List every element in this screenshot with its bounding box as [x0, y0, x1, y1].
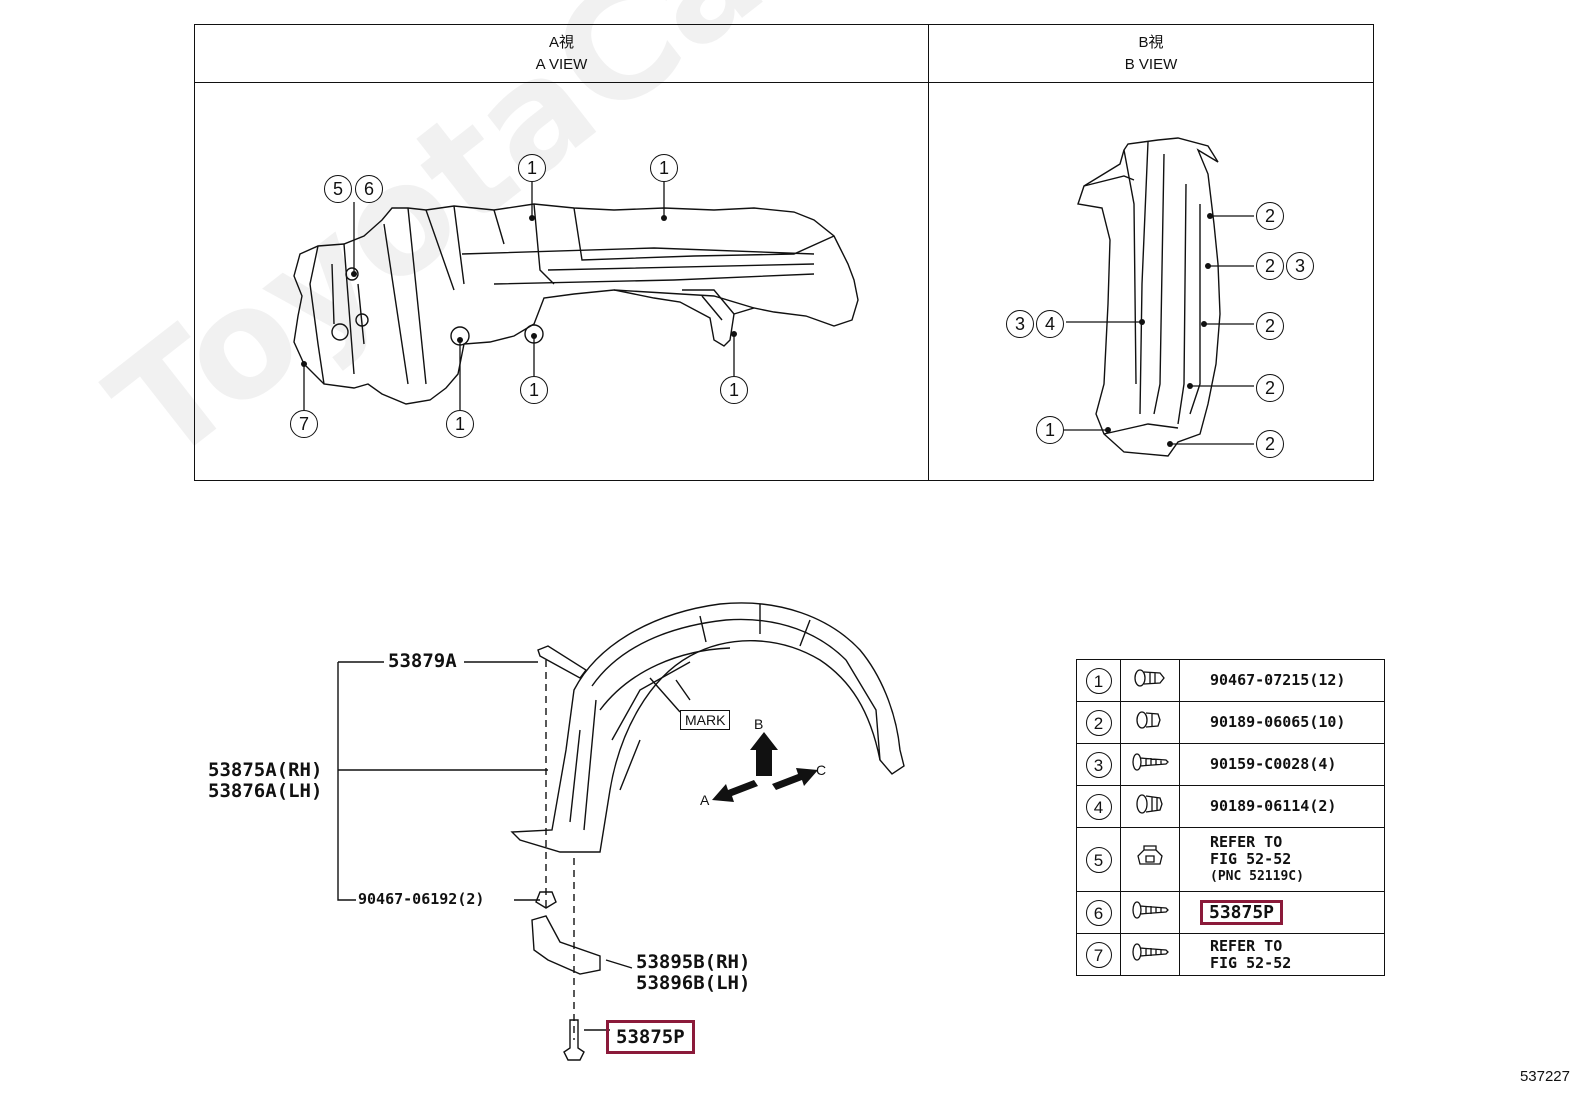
part-90467-06192-label: 90467-06192(2) — [358, 890, 485, 908]
a-view-callout-5: 5 — [324, 175, 352, 203]
b-view-header: B視 B VIEW — [928, 32, 1374, 76]
b-view-callout-1: 1 — [1036, 416, 1064, 444]
legend-row: 2 90189-06065(10) — [1076, 701, 1385, 744]
direction-a-label: A — [700, 792, 710, 808]
b-view-callout-2d: 2 — [1256, 374, 1284, 402]
b-view-callout-2e: 2 — [1256, 430, 1284, 458]
legend-row: 1 90467-07215(12) — [1076, 659, 1385, 702]
a-view-callout-1a: 1 — [518, 154, 546, 182]
legend-pn: 90467-07215(12) — [1179, 659, 1385, 702]
screw-shape — [563, 1019, 585, 1061]
a-view-callout-1e: 1 — [446, 410, 474, 438]
a-view-callout-7: 7 — [290, 410, 318, 438]
b-view-callout-4: 4 — [1036, 310, 1064, 338]
legend-pn-line: FIG 52-52 — [1210, 953, 1292, 972]
legend-pn: 90189-06114(2) — [1179, 785, 1385, 828]
arrow-c — [772, 768, 818, 790]
fastener-legend-table: 1 90467-07215(12) 2 90189-06065(10) 3 90… — [1076, 659, 1385, 976]
legend-pn: 90159-C0028(4) — [1179, 743, 1385, 786]
legend-row: 4 90189-06114(2) — [1076, 785, 1385, 828]
b-view-drawing — [1064, 137, 1254, 457]
legend-row: 5 REFER TO FIG 52-52 (PNC 52119C) — [1076, 827, 1385, 892]
splash-guard-shape — [531, 915, 601, 975]
legend-row: 7 REFER TO FIG 52-52 — [1076, 933, 1385, 976]
legend-pn-line: (PNC 52119C) — [1210, 869, 1304, 884]
b-view-callout-3a: 3 — [1286, 252, 1314, 280]
legend-num: 3 — [1085, 751, 1112, 778]
a-view-title-en: A VIEW — [535, 56, 588, 73]
screw-icon — [1128, 901, 1172, 925]
direction-b-label: B — [754, 716, 764, 732]
b-view-callout-2c: 2 — [1256, 312, 1284, 340]
part-53879A-label: 53879A — [388, 650, 457, 672]
part-53875A-label: 53875A(RH) — [208, 759, 323, 781]
push-clip-icon — [1130, 669, 1170, 693]
legend-num: 5 — [1085, 846, 1112, 873]
a-view-callout-1d: 1 — [720, 376, 748, 404]
part-53876A-label: 53876A(LH) — [208, 780, 323, 802]
legend-row: 3 90159-C0028(4) — [1076, 743, 1385, 786]
legend-pn-line: REFER TO — [1210, 833, 1283, 851]
part-53875P-label: 53875P — [616, 1026, 685, 1048]
b-view-callout-2b: 2 — [1256, 252, 1284, 280]
b-view-title-en: B VIEW — [1124, 56, 1178, 73]
screw-icon — [1128, 943, 1172, 967]
legend-pn: 90189-06065(10) — [1179, 701, 1385, 744]
header-divider — [194, 82, 1374, 83]
bracket-53879A-shape — [537, 645, 588, 679]
mark-label: MARK — [680, 710, 731, 730]
b-view-liner-outline — [1077, 137, 1221, 457]
b-view-callout-3b: 3 — [1006, 310, 1034, 338]
legend-num: 1 — [1085, 667, 1112, 694]
b-view-title-jp: B視 — [1138, 34, 1164, 51]
arrow-b — [750, 732, 778, 776]
screw-icon — [1128, 753, 1172, 777]
a-view-callout-1b: 1 — [650, 154, 678, 182]
legend-num: 6 — [1085, 899, 1112, 926]
a-view-drawing — [293, 182, 859, 410]
b-view-callout-2a: 2 — [1256, 202, 1284, 230]
figure-id: 537227 — [1519, 1068, 1570, 1085]
legend-num: 7 — [1085, 941, 1112, 968]
arrow-a — [712, 780, 758, 802]
a-view-callout-6: 6 — [355, 175, 383, 203]
grommet-clip-icon — [1130, 711, 1170, 735]
b-view-panel — [928, 24, 1374, 481]
legend-num: 4 — [1085, 793, 1112, 820]
highlight-53875P-main — [606, 1020, 695, 1054]
a-view-title-jp: A視 — [548, 34, 574, 51]
legend-num: 2 — [1085, 709, 1112, 736]
legend-row: 6 53875P — [1076, 891, 1385, 934]
nut-clip-icon — [1130, 845, 1170, 876]
a-view-liner-outline — [293, 203, 859, 405]
fender-liner-shape — [510, 602, 905, 853]
legend-pn-highlight: 53875P — [1200, 900, 1284, 925]
a-view-header: A視 A VIEW — [194, 32, 929, 76]
main-exploded-drawing — [337, 602, 905, 1061]
part-53895B-label: 53895B(RH) — [636, 951, 751, 973]
legend-pn-line: REFER TO — [1210, 936, 1283, 955]
grommet-clip-icon — [1130, 794, 1170, 819]
part-53896B-label: 53896B(LH) — [636, 972, 751, 994]
legend-pn-line: FIG 52-52 — [1210, 850, 1292, 868]
direction-c-label: C — [816, 762, 827, 778]
a-view-callout-1c: 1 — [520, 376, 548, 404]
